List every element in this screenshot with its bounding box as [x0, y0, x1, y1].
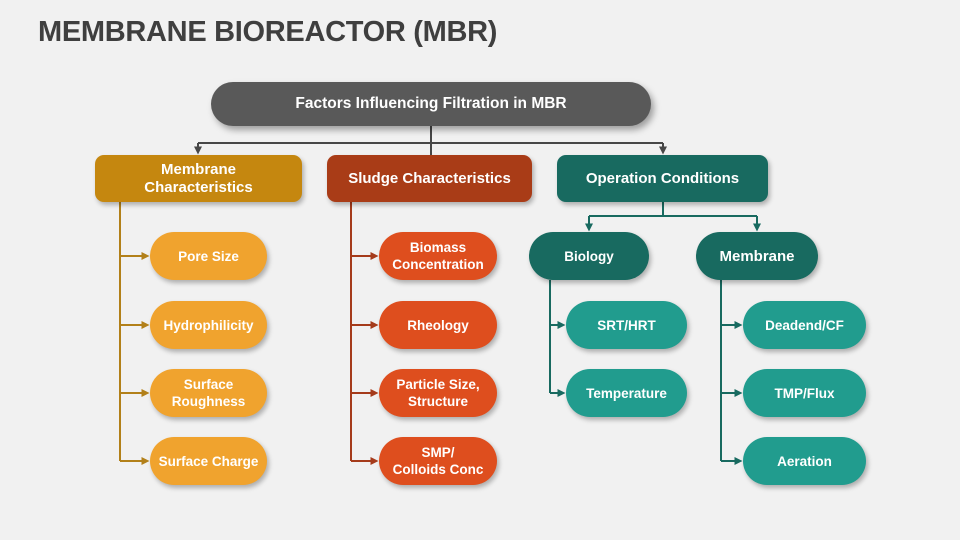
slide-title: MEMBRANE BIOREACTOR (MBR)	[38, 16, 498, 48]
pill-temperature: Temperature	[566, 369, 687, 417]
subgroup-header-biology: Biology	[529, 232, 649, 280]
branch-header-sludge-characteristics: Sludge Characteristics	[327, 155, 532, 202]
pill-srt-hrt: SRT/HRT	[566, 301, 687, 349]
connector-group-root	[194, 126, 667, 156]
pill-deadend-cf: Deadend/CF	[743, 301, 866, 349]
branch-header-membrane-characteristics: Membrane Characteristics	[95, 155, 302, 202]
pill-rheology: Rheology	[379, 301, 497, 349]
pill-aeration: Aeration	[743, 437, 866, 485]
connector-group-membrane	[119, 202, 150, 465]
root-node: Factors Influencing Filtration in MBR	[211, 82, 651, 126]
pill-pore-size: Pore Size	[150, 232, 267, 280]
pill-surface-charge: Surface Charge	[150, 437, 267, 485]
connector-group-sludge	[350, 202, 379, 465]
pill-particle-size-structure: Particle Size, Structure	[379, 369, 497, 417]
pill-surface-roughness: Surface Roughness	[150, 369, 267, 417]
branch-header-operation-conditions: Operation Conditions	[557, 155, 768, 202]
pill-hydrophilicity: Hydrophilicity	[150, 301, 267, 349]
subgroup-header-membrane: Membrane	[696, 232, 818, 280]
connector-group-operation	[549, 202, 761, 465]
pill-tmp-flux: TMP/Flux	[743, 369, 866, 417]
pill-smp-colloids-conc: SMP/ Colloids Conc	[379, 437, 497, 485]
pill-biomass-concentration: Biomass Concentration	[379, 232, 497, 280]
